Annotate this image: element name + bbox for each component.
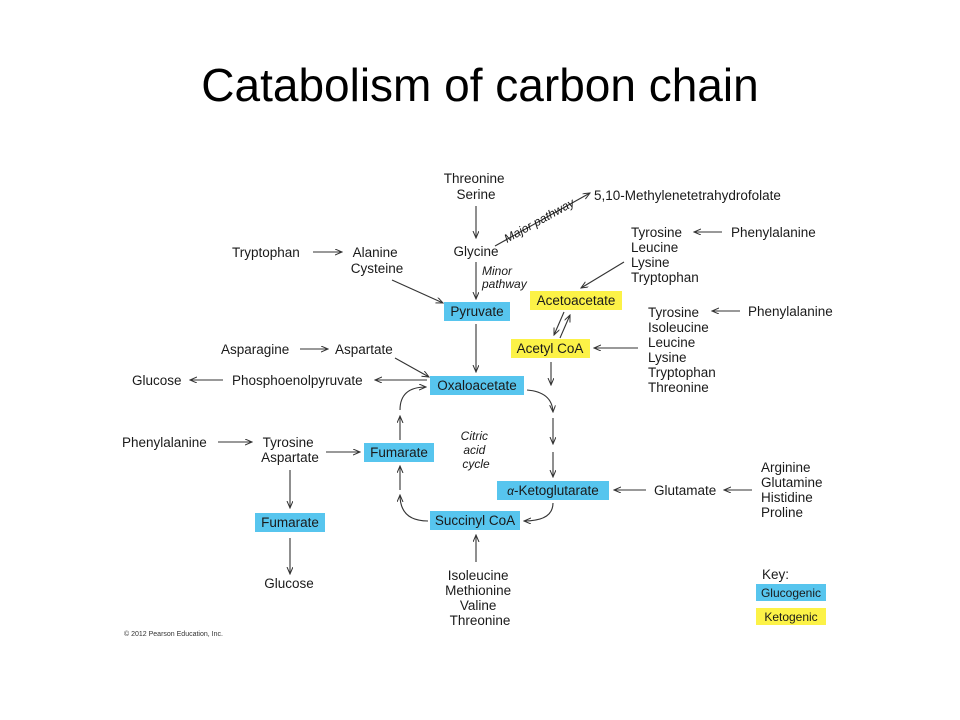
phenylalanine-left-label: Phenylalanine: [122, 435, 207, 450]
phenylalanine-top-label: Phenylalanine: [731, 225, 816, 240]
minor-pathway-label: Minor pathway: [481, 264, 528, 291]
alpha-ketoglutarate-label: α-Ketoglutarate: [507, 483, 599, 498]
arrow-aspartate-oxaloacetate: [394, 357, 429, 377]
fumarate-left-label: Fumarate: [261, 515, 319, 530]
methylene-thf-label: 5,10-Methylenetetrahydrofolate: [594, 188, 781, 203]
cycle-arrow-succinyl-succinate: [400, 495, 429, 522]
pyruvate-label: Pyruvate: [450, 304, 503, 319]
succinyl-sources-label: Isoleucine Methionine Valine Threonine: [445, 568, 515, 628]
cycle-arrow-ketoglutarate-succinyl: [524, 502, 554, 521]
pep-label: Phosphoenolpyruvate: [232, 373, 363, 388]
oxaloacetate-label: Oxaloacetate: [437, 378, 517, 393]
alanine-cysteine-label: Alanine Cysteine: [351, 245, 404, 276]
alpha-ketoglutarate-box: [497, 481, 609, 500]
fumarate-cycle-box: [364, 443, 434, 462]
arrow-group1-acetoacetate: [581, 261, 625, 288]
acetyl-group-label: Tyrosine Isoleucine Leucine Lysine Trypt…: [648, 305, 720, 395]
arrow-acetylcoa-acetoacetate: [559, 315, 570, 339]
arrow-glycine-methylene: [494, 193, 590, 247]
glycine-label: Glycine: [453, 244, 498, 259]
ketogenic-group-1-label: Tyrosine Leucine Lysine Tryptophan: [631, 225, 699, 285]
asparagine-label: Asparagine: [221, 342, 289, 357]
key-title: Key:: [762, 567, 789, 582]
cycle-arrow-malate-oxaloacetate: [399, 387, 426, 411]
acetyl-coa-box: [511, 339, 590, 358]
arrow-acetoacetate-acetylcoa: [554, 311, 565, 335]
glutamate-label: Glutamate: [654, 483, 716, 498]
arrow-alanine-pyruvate: [391, 279, 443, 303]
tryptophan-left-label: Tryptophan: [232, 245, 300, 260]
fumarate-left-box: [255, 513, 325, 532]
key-glucogenic-label: Glucogenic: [761, 586, 821, 600]
slide-title: Catabolism of carbon chain: [201, 59, 759, 111]
acetoacetate-label: Acetoacetate: [537, 293, 616, 308]
oxaloacetate-box: [430, 376, 524, 395]
phenylalanine-mid-label: Phenylalanine: [748, 304, 833, 319]
acetoacetate-box: [530, 291, 622, 310]
succinyl-coa-box: [430, 511, 520, 530]
cycle-arrow-oxaloacetate-citrate: [526, 389, 553, 412]
tyrosine-aspartate-label: Tyrosine Aspartate: [261, 435, 319, 465]
key-ketogenic-label: Ketogenic: [764, 610, 817, 624]
key-ketogenic-box: [756, 608, 826, 625]
pyruvate-box: [444, 302, 510, 321]
glutamate-sources-label: Arginine Glutamine Histidine Proline: [761, 460, 826, 520]
succinyl-coa-label: Succinyl CoA: [435, 513, 515, 528]
major-pathway-label: Major pathway: [502, 195, 578, 246]
copyright-notice: © 2012 Pearson Education, Inc.: [124, 630, 223, 638]
citric-acid-cycle-label: Citric acid cycle: [461, 429, 492, 471]
threonine-serine-label: Threonine Serine: [444, 171, 509, 202]
glucose-left-label: Glucose: [132, 373, 182, 388]
glucose-bottom-label: Glucose: [264, 576, 314, 591]
key-glucogenic-box: [756, 584, 826, 601]
acetyl-coa-label: Acetyl CoA: [517, 341, 584, 356]
fumarate-cycle-label: Fumarate: [370, 445, 428, 460]
aspartate-label: Aspartate: [335, 342, 393, 357]
